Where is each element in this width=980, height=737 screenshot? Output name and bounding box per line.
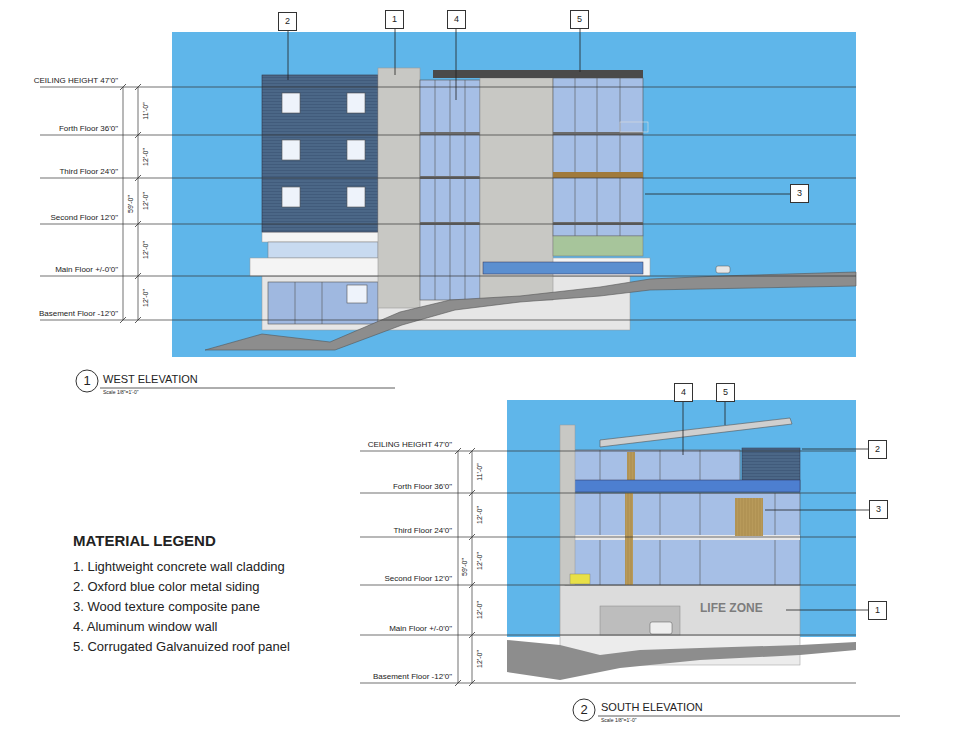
callout-number: 1 <box>875 606 880 616</box>
level-label: Basement Floor -12'0" <box>39 310 118 319</box>
dimension-text: 12'-0" <box>476 506 484 524</box>
level-label: Third Floor 24'0" <box>393 527 452 536</box>
dimension-text: 12'-0" <box>142 192 150 210</box>
dimension-text: 12'-0" <box>142 241 150 259</box>
callout-number: 2 <box>285 17 290 27</box>
dimension-text: 11'-0" <box>142 102 150 119</box>
callout-box: 2 <box>278 12 297 31</box>
dimension-text: 59'-0" <box>461 558 469 576</box>
level-label: CEILING HEIGHT 47'0" <box>368 441 452 450</box>
callout-number: 1 <box>392 15 397 25</box>
level-label: Forth Floor 36'0" <box>59 125 118 134</box>
level-label: Main Floor +/-0'0" <box>389 625 452 634</box>
callout-number: 5 <box>577 15 582 25</box>
dimension-text: 12'-0" <box>476 552 484 570</box>
dimension-text: 12'-0" <box>476 650 484 668</box>
dimension-text: 12'-0" <box>142 148 150 166</box>
level-label: Forth Floor 36'0" <box>393 483 452 492</box>
view-number-circle: 2 <box>572 698 596 722</box>
callout-box: 5 <box>570 10 589 29</box>
level-label: Basement Floor -12'0" <box>373 673 452 682</box>
callout-number: 4 <box>681 388 686 398</box>
callout-box: 1 <box>868 601 887 620</box>
building-sign: LIFE ZONE <box>700 602 763 615</box>
level-label: Main Floor +/-0'0" <box>55 266 118 275</box>
view-number-circle: 1 <box>75 369 99 393</box>
level-label: Second Floor 12'0" <box>384 575 452 584</box>
callout-box: 2 <box>868 440 887 459</box>
callout-number: 4 <box>454 15 459 25</box>
scale-note: Scale 1/8"=1'-0" <box>103 390 139 396</box>
legend-item: 1. Lightweight concrete wall cladding <box>73 560 285 574</box>
callout-box: 3 <box>869 500 888 519</box>
dimension-text: 12'-0" <box>142 289 150 307</box>
dimension-text: 12'-0" <box>476 601 484 619</box>
view-title: WEST ELEVATION <box>103 373 198 385</box>
callout-box: 3 <box>790 184 809 203</box>
callout-number: 1 <box>83 374 90 388</box>
scale-note: Scale 1/8"=1'-0" <box>601 718 637 724</box>
callout-box: 5 <box>716 383 735 402</box>
dimension-text: 59'-0" <box>127 195 135 213</box>
callout-number: 3 <box>797 189 802 199</box>
dimension-text: 11'-0" <box>476 463 484 480</box>
level-label: Second Floor 12'0" <box>50 214 118 223</box>
callout-number: 3 <box>876 505 881 515</box>
callout-box: 4 <box>447 10 466 29</box>
legend-item: 3. Wood texture composite pane <box>73 600 260 614</box>
legend-item: 4. Aluminum window wall <box>73 620 218 634</box>
legend-item: 5. Corrugated Galvanuized roof panel <box>73 640 290 654</box>
callout-number: 2 <box>580 703 587 717</box>
level-label: Third Floor 24'0" <box>59 168 118 177</box>
callout-number: 2 <box>875 445 880 455</box>
view-title: SOUTH ELEVATION <box>601 701 703 713</box>
callout-box: 1 <box>385 10 404 29</box>
legend-item: 2. Oxford blue color metal siding <box>73 580 259 594</box>
legend-title: MATERIAL LEGEND <box>73 533 216 550</box>
level-label: CEILING HEIGHT 47'0" <box>34 77 118 86</box>
callout-number: 5 <box>723 388 728 398</box>
callout-box: 4 <box>674 383 693 402</box>
